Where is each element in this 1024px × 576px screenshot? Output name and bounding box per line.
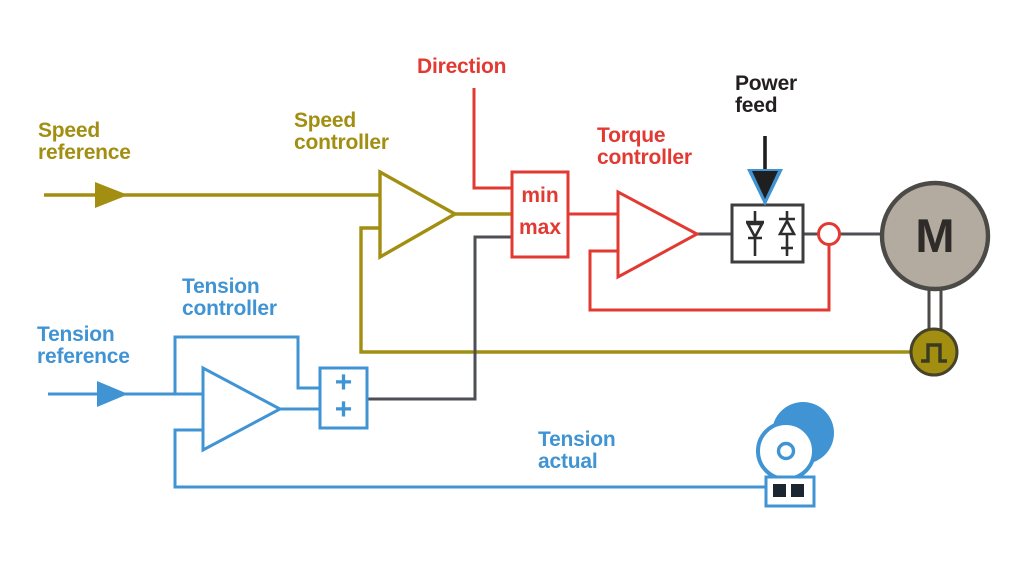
- tension-path: [48, 335, 766, 489]
- summing-box: [318, 366, 369, 430]
- tension-actual-line: [173, 428, 766, 489]
- motor-shaft: [927, 289, 943, 330]
- load-cell-sensor-left-icon: [773, 484, 786, 497]
- torque-feedback-line: [588, 244, 831, 312]
- sum-output-line: [367, 235, 512, 401]
- red-signal-path: [472, 88, 831, 312]
- minmax-limiter-box: [510, 170, 570, 259]
- tension-feedforward-line: [173, 335, 320, 394]
- encoder-circle: [909, 327, 959, 377]
- minmax-min-label: min: [521, 184, 559, 207]
- load-cell-box: [764, 475, 816, 508]
- direction-label: Direction: [417, 55, 507, 78]
- tension-reference-arrow-icon: [97, 381, 128, 407]
- minmax-max-label: max: [518, 216, 562, 239]
- speed-controller-amplifier: [378, 169, 459, 260]
- load-cell-sensor-right-icon: [791, 484, 804, 497]
- sum-plus-bottom-label: +: [334, 393, 353, 426]
- pulse-encoder: [909, 327, 959, 377]
- thyristor-up-icon: [777, 211, 797, 256]
- current-sensor-icon: [817, 222, 841, 246]
- pulse-icon: [921, 343, 947, 363]
- power-converter: [730, 203, 805, 264]
- direction-line: [472, 88, 512, 190]
- sum-plus-top-label: +: [334, 366, 353, 399]
- torque-controller-label: Torque controller: [597, 124, 692, 170]
- tension-reference-label: Tension reference: [37, 323, 130, 369]
- speed-controller-label: Speed controller: [294, 109, 389, 155]
- dark-signal-path: [367, 232, 881, 401]
- power-feed-arrow-icon: [747, 136, 783, 206]
- speed-path: [44, 182, 910, 354]
- tension-controller-amplifier: [201, 365, 284, 453]
- motor-circle: [879, 180, 991, 292]
- motor: [879, 180, 991, 330]
- speed-reference-arrow-icon: [95, 182, 128, 208]
- roller-hub-icon: [776, 441, 796, 461]
- power-feed-label: Power feed: [735, 72, 798, 118]
- motor-letter-label: M: [915, 209, 955, 262]
- tension-actual-label: Tension actual: [538, 428, 616, 474]
- speed-feedback-line: [359, 226, 910, 354]
- thyristor-down-icon: [745, 211, 765, 256]
- torque-controller-amplifier: [616, 189, 701, 280]
- speed-reference-label: Speed reference: [38, 119, 131, 165]
- tension-controller-label: Tension controller: [182, 275, 277, 321]
- load-cell-roller: [756, 402, 834, 508]
